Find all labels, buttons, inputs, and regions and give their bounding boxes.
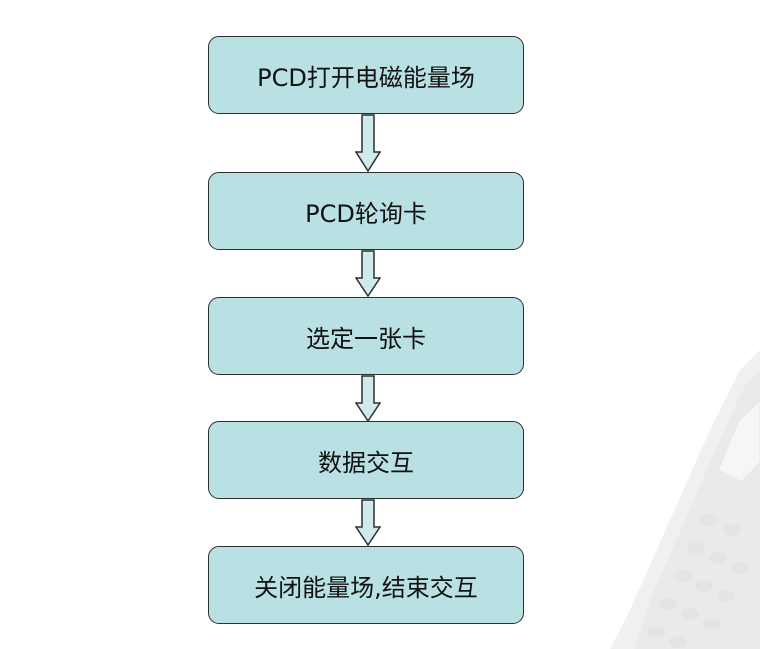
flow-step-close-field: 关闭能量场,结束交互 <box>208 546 524 624</box>
flow-step-select-card: 选定一张卡 <box>208 297 524 375</box>
down-arrow-icon <box>355 114 381 172</box>
pos-terminal-watermark <box>590 330 760 649</box>
flow-step-label: PCD轮询卡 <box>305 199 427 228</box>
flow-step-data-exchange: 数据交互 <box>208 421 524 499</box>
down-arrow-icon <box>355 499 381 546</box>
flow-step-open-field: PCD打开电磁能量场 <box>208 36 524 114</box>
flow-step-label: 数据交互 <box>318 448 414 477</box>
down-arrow-icon <box>355 250 381 297</box>
flow-step-label: 选定一张卡 <box>306 324 426 353</box>
flow-step-label: PCD打开电磁能量场 <box>257 63 475 92</box>
down-arrow-icon <box>355 375 381 422</box>
flow-step-poll-card: PCD轮询卡 <box>208 172 524 250</box>
flow-step-label: 关闭能量场,结束交互 <box>254 573 478 602</box>
